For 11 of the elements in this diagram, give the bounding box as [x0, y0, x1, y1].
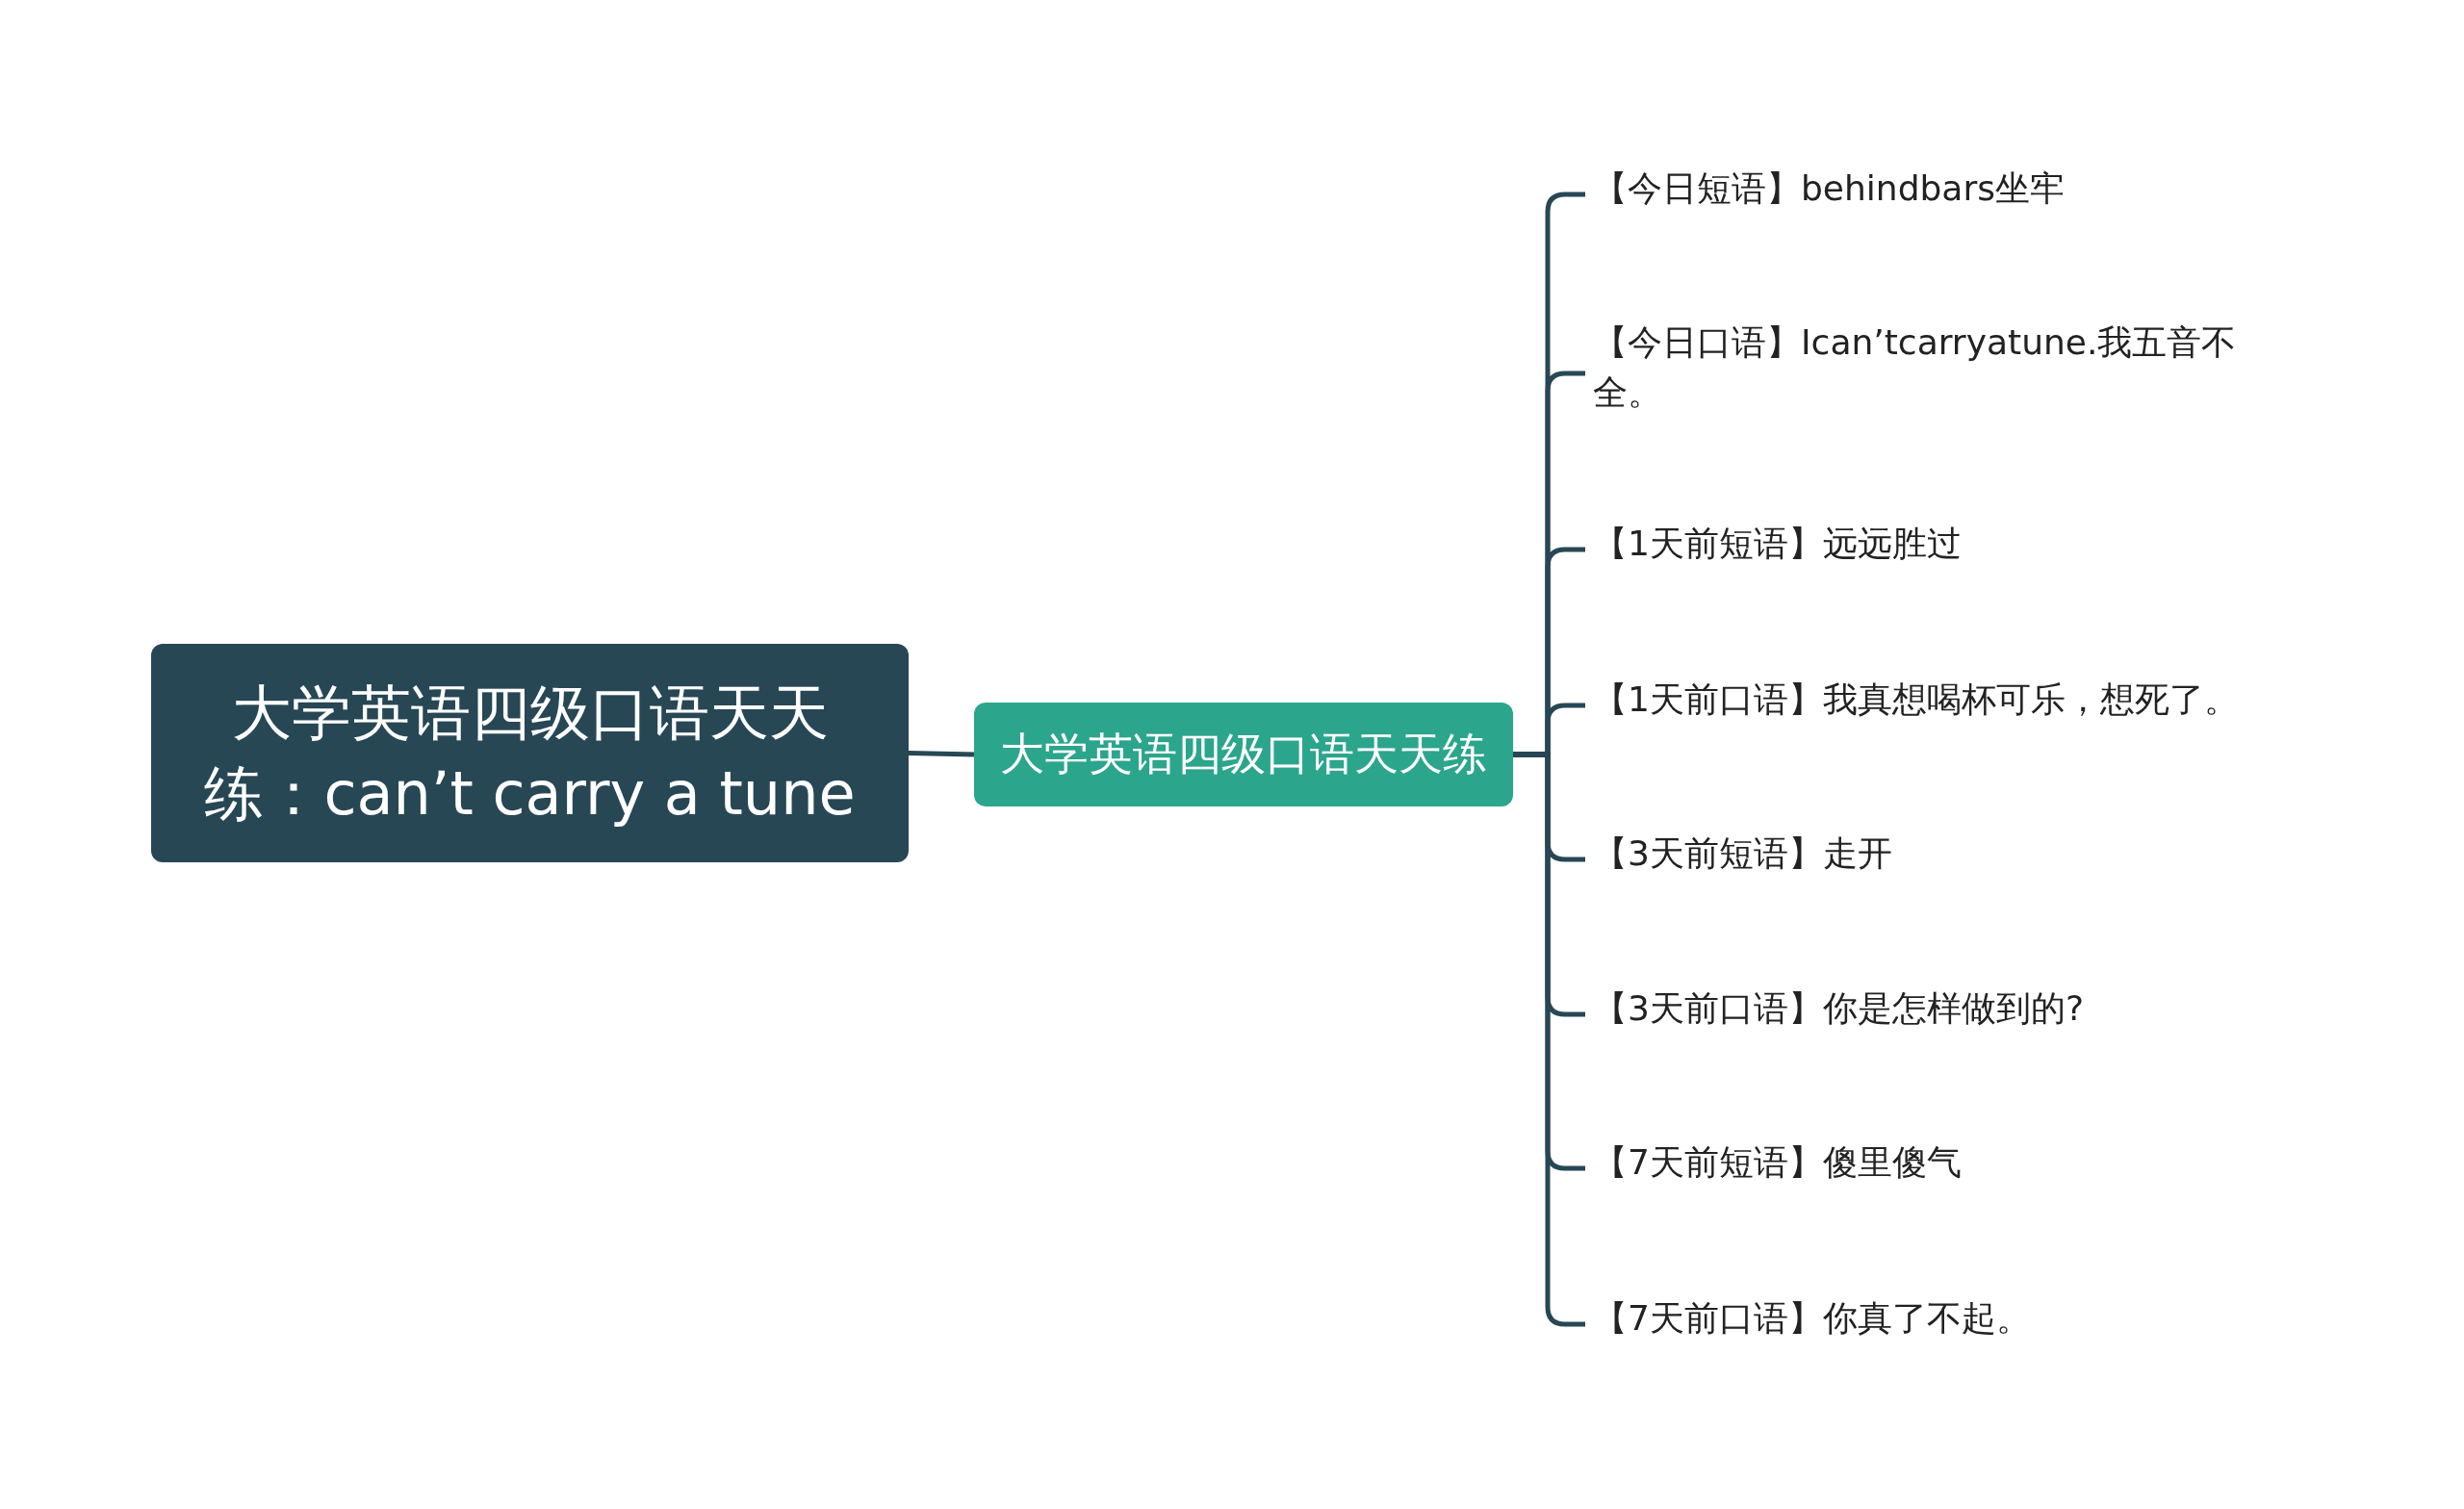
leaf-text: 【7天前口语】你真了不起。 — [1593, 1293, 2459, 1343]
leaf-text: 【3天前短语】走开 — [1593, 829, 2459, 879]
subtopic-box: 大学英语四级口语天天练 — [974, 703, 1513, 806]
leaf-text: 【1天前短语】远远胜过 — [1593, 519, 2459, 569]
leaf-text: 【1天前口语】我真想喝杯可乐，想死了。 — [1593, 675, 2459, 725]
leaf-text: 【今日短语】behindbars坐牢 — [1593, 164, 2459, 214]
topic-box: 大学英语四级口语天天练：can’t carry a tune — [151, 644, 909, 862]
leaf-text: 【7天前短语】傻里傻气 — [1593, 1138, 2459, 1188]
leaf-text: 【今日口语】Ican’tcarryatune.我五音不全。 — [1593, 318, 2286, 418]
leaf-text: 【3天前口语】你是怎样做到的? — [1593, 984, 2459, 1034]
connector-line — [908, 751, 975, 757]
